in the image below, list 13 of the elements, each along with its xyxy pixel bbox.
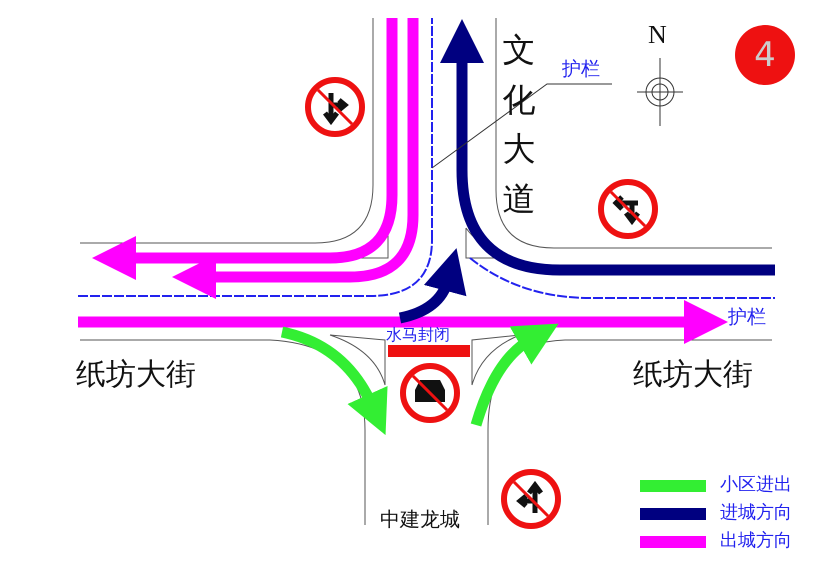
place-name: 中建龙城: [380, 509, 460, 529]
north-label: N: [648, 22, 667, 48]
number-badge: 4: [735, 25, 795, 85]
guardrail-label: 护栏: [728, 308, 766, 327]
legend-label: 进城方向: [720, 504, 792, 522]
guardrail-label: 护栏: [562, 60, 600, 79]
guardrail-line: [431, 18, 433, 240]
road-name: 纸坊大街: [76, 360, 196, 390]
barrier-label: 水马封闭: [386, 327, 450, 343]
road-name: 纸坊大街: [633, 360, 753, 390]
legend-label: 出城方向: [720, 532, 792, 550]
legend-label: 小区进出: [720, 476, 792, 494]
leader-line: [432, 84, 612, 168]
